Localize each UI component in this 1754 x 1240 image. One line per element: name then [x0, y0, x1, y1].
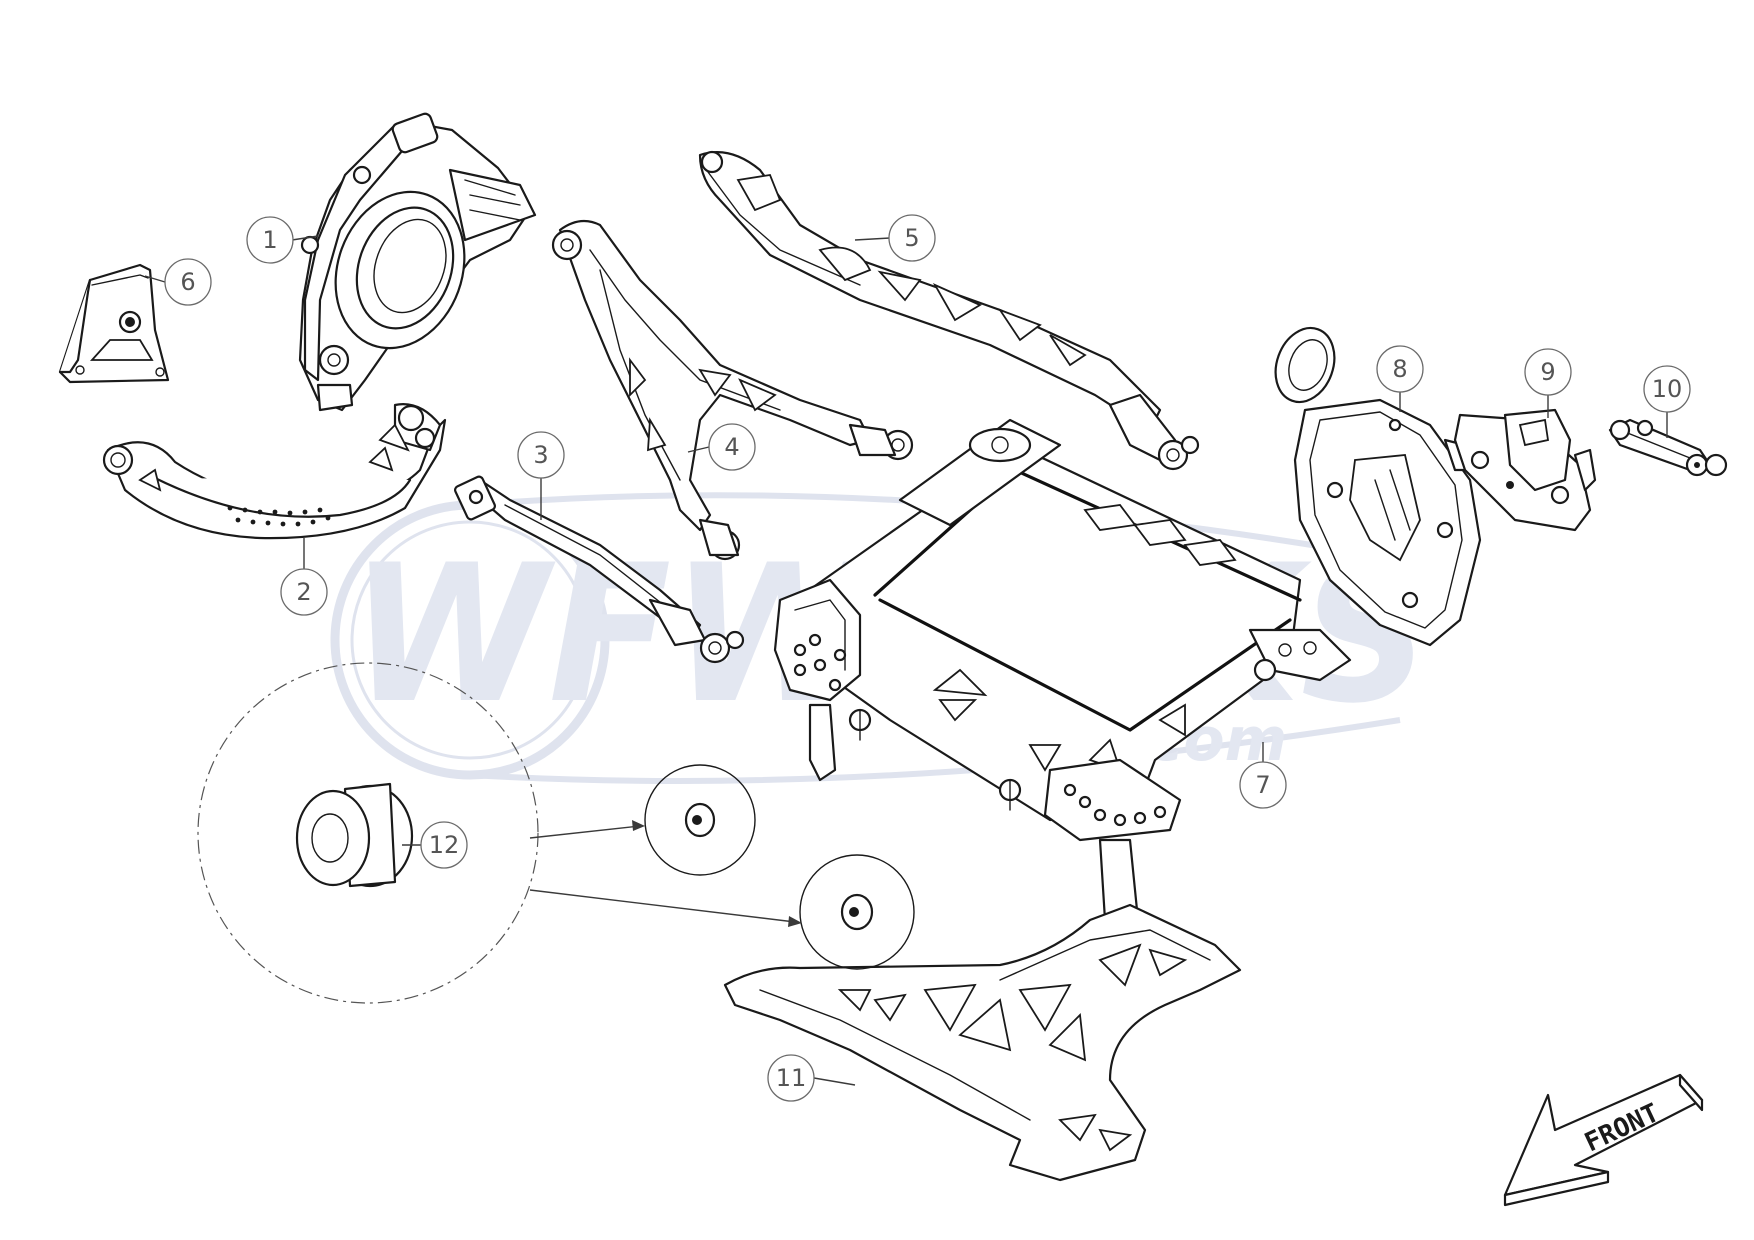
callout-6-number: 6	[180, 268, 195, 296]
callout-7-number: 7	[1255, 771, 1270, 799]
callout-9: 9	[1524, 348, 1572, 418]
part-2-camber-arm	[102, 403, 447, 540]
callout-11: 11	[767, 1054, 856, 1102]
part-12-bushing-detail	[197, 662, 915, 1004]
callout-8-number: 8	[1392, 355, 1407, 383]
part-10-end-link	[1608, 418, 1728, 477]
part-9-mount-bracket	[1453, 408, 1597, 532]
callout-3: 3	[517, 431, 565, 520]
callout-8: 8	[1376, 345, 1424, 412]
callouts: 1 6 2 5 4 3 8	[144, 214, 1691, 1102]
callout-5: 5	[854, 214, 936, 262]
callout-2: 2	[280, 538, 328, 616]
callout-2-number: 2	[296, 578, 311, 606]
callout-12-number: 12	[429, 831, 460, 859]
callout-10: 10	[1643, 365, 1691, 438]
callout-4-number: 4	[724, 433, 739, 461]
part-8-diff-cover	[1274, 326, 1482, 647]
callout-5-number: 5	[904, 224, 919, 252]
callout-1: 1	[246, 216, 319, 264]
callout-3-number: 3	[533, 441, 548, 469]
callout-7: 7	[1239, 742, 1287, 809]
part-3-toe-link	[454, 475, 745, 664]
callout-10-number: 10	[1652, 375, 1683, 403]
part-6-bracket	[58, 263, 170, 384]
part-7-subframe	[773, 418, 1352, 937]
callout-12: 12	[402, 821, 468, 869]
callout-4: 4	[687, 423, 756, 471]
callout-9-number: 9	[1540, 358, 1555, 386]
callout-11-number: 11	[776, 1064, 807, 1092]
callout-1-number: 1	[262, 226, 277, 254]
part-5-trailing-arm	[698, 150, 1200, 471]
part-1-knuckle	[298, 112, 537, 412]
part-11-brace-plate	[723, 903, 1242, 1182]
part-4-upper-arm	[551, 219, 914, 561]
callout-6: 6	[144, 258, 212, 306]
front-arrow: FRONT	[1503, 1073, 1704, 1207]
